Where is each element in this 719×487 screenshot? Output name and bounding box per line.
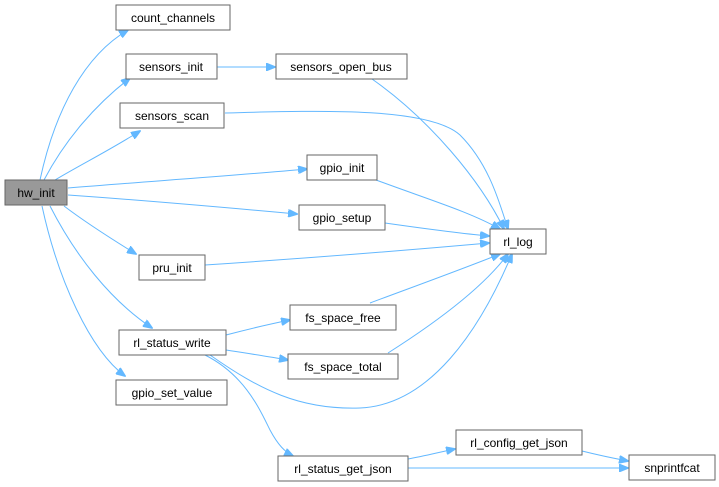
edge-hw_init-sensors_init (43, 78, 130, 181)
node-snprintfcat[interactable]: snprintfcat (628, 454, 716, 481)
node-gpio_setup[interactable]: gpio_setup (298, 204, 386, 231)
node-pru_init[interactable]: pru_init (138, 254, 206, 281)
node-label-hw_init: hw_init (17, 186, 55, 200)
node-sensors_scan[interactable]: sensors_scan (119, 102, 225, 129)
edge-rl_status_write-rl_status_get_json (204, 354, 293, 456)
node-label-gpio_set_value: gpio_set_value (132, 386, 213, 400)
edge-hw_init-gpio_set_value (41, 205, 125, 376)
edge-pru_init-rl_log (204, 243, 489, 266)
edge-hw_init-pru_init (63, 205, 136, 254)
node-gpio_init[interactable]: gpio_init (306, 154, 378, 181)
node-label-sensors_open_bus: sensors_open_bus (290, 60, 391, 74)
edge-fs_space_total-rl_log (387, 254, 508, 354)
edge-gpio_setup-rl_log (384, 222, 489, 236)
node-label-snprintfcat: snprintfcat (644, 461, 700, 475)
node-label-gpio_setup: gpio_setup (313, 211, 372, 225)
node-fs_space_free[interactable]: fs_space_free (289, 304, 397, 331)
node-gpio_set_value[interactable]: gpio_set_value (115, 379, 228, 406)
node-sensors_open_bus[interactable]: sensors_open_bus (275, 53, 408, 80)
edge-sensors_open_bus-rl_log (371, 78, 504, 229)
node-label-sensors_init: sensors_init (139, 60, 204, 74)
node-sensors_init[interactable]: sensors_init (125, 53, 218, 80)
node-label-fs_space_free: fs_space_free (305, 311, 381, 325)
node-rl_status_get_json[interactable]: rl_status_get_json (277, 455, 409, 482)
edge-rl_status_write-rl_log (209, 254, 512, 409)
node-rl_config_get_json[interactable]: rl_config_get_json (455, 429, 583, 456)
edge-rl_status_get_json-rl_config_get_json (407, 449, 455, 460)
node-label-rl_status_get_json: rl_status_get_json (294, 462, 391, 476)
edge-hw_init-gpio_setup (67, 194, 297, 214)
edge-hw_init-rl_status_write (49, 205, 152, 328)
node-label-pru_init: pru_init (152, 261, 192, 275)
node-label-sensors_scan: sensors_scan (135, 109, 209, 123)
node-label-rl_config_get_json: rl_config_get_json (470, 436, 567, 450)
node-label-count_channels: count_channels (131, 11, 215, 25)
edge-hw_init-sensors_scan (54, 131, 140, 181)
call-edges (39, 30, 628, 468)
edge-rl_config_get_json-snprintfcat (581, 450, 628, 461)
edge-hw_init-gpio_init (67, 169, 307, 189)
edge-gpio_init-rl_log (375, 179, 500, 229)
edge-rl_status_write-fs_space_total (225, 349, 288, 360)
node-rl_log[interactable]: rl_log (489, 228, 547, 255)
node-fs_space_total[interactable]: fs_space_total (287, 353, 399, 380)
edge-hw_init-count_channels (39, 30, 128, 181)
node-hw_init[interactable]: hw_init (4, 179, 68, 206)
node-label-fs_space_total: fs_space_total (304, 360, 381, 374)
node-rl_status_write[interactable]: rl_status_write (118, 329, 227, 356)
edge-fs_space_free-rl_log (369, 254, 500, 304)
edge-rl_status_write-fs_space_free (225, 320, 290, 336)
node-label-rl_status_write: rl_status_write (133, 336, 211, 350)
node-label-gpio_init: gpio_init (320, 161, 365, 175)
call-nodes: hw_init count_channels sensors_init sens… (4, 4, 716, 482)
edge-sensors_scan-rl_log (224, 110, 508, 229)
node-label-rl_log: rl_log (503, 235, 532, 249)
node-count_channels[interactable]: count_channels (115, 4, 231, 31)
